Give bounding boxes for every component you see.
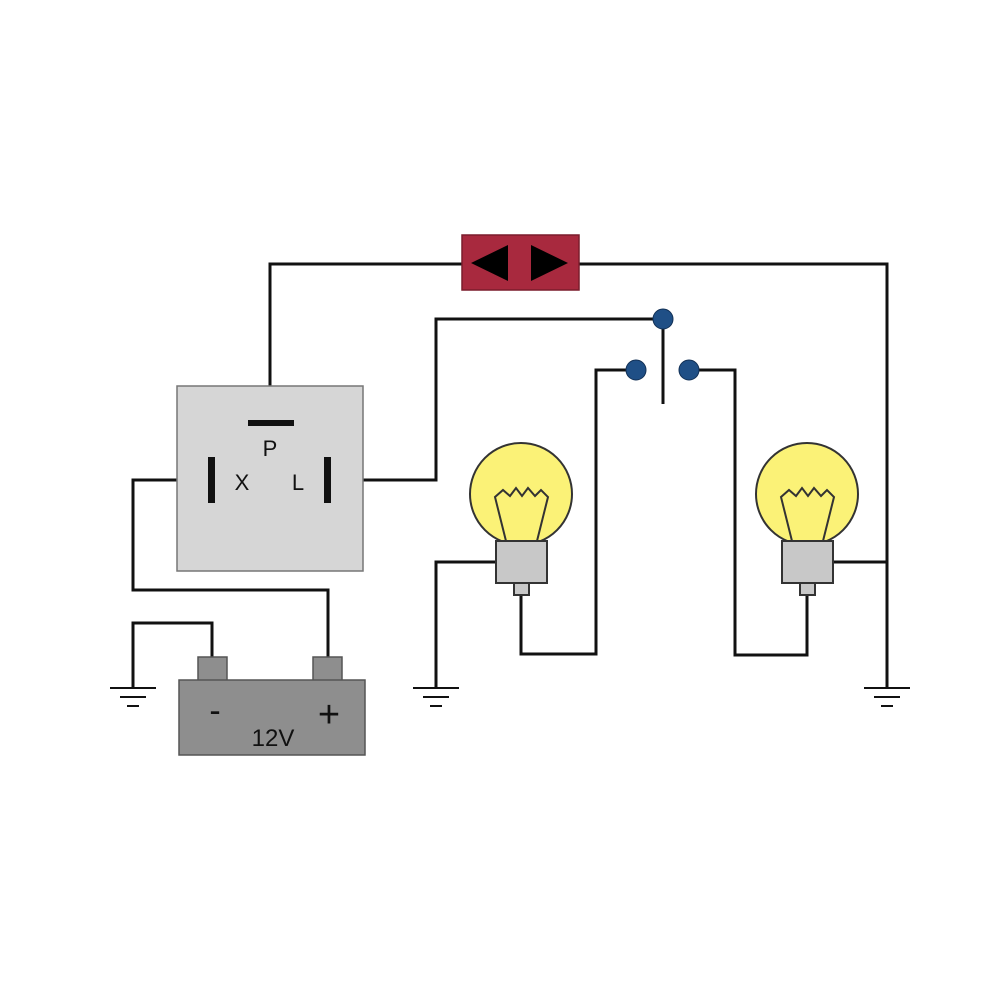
relay-terminal-l xyxy=(324,457,331,503)
turn-indicator xyxy=(461,234,580,291)
battery-minus-label: - xyxy=(209,692,220,730)
lamp-filament xyxy=(779,486,836,542)
lamp-base xyxy=(495,540,548,584)
ground-symbol-left xyxy=(110,687,156,707)
relay-terminal-p xyxy=(248,420,294,426)
wire-p-to-indicator xyxy=(268,262,464,422)
relay-label-p: P xyxy=(263,436,278,461)
wire-x-to-battery-plus xyxy=(131,478,330,662)
switch-contact-common xyxy=(652,308,674,330)
right-lamp xyxy=(755,442,859,596)
relay-label-l: L xyxy=(292,470,304,495)
arrow-left-icon xyxy=(471,245,508,281)
turn-switch xyxy=(625,308,700,404)
wire-indicator-to-right-rail xyxy=(577,262,889,688)
ground-symbol-middle xyxy=(413,687,459,707)
flasher-relay: P X L xyxy=(176,385,364,572)
battery-plus-label: + xyxy=(318,694,340,736)
battery-terminal-minus xyxy=(197,656,228,682)
wire-switch-right-to-lamp xyxy=(687,368,809,657)
switch-contact-left xyxy=(625,359,647,381)
battery: - + 12V xyxy=(178,656,366,756)
lamp-filament xyxy=(493,486,550,542)
relay-label-x: X xyxy=(235,470,250,495)
arrow-right-icon xyxy=(531,245,568,281)
left-lamp xyxy=(469,442,573,596)
wire-switch-left-to-lamp xyxy=(519,368,638,656)
battery-voltage-label: 12V xyxy=(252,725,295,752)
wire-l-to-switch xyxy=(326,317,664,482)
ground-symbol-right xyxy=(864,687,910,707)
wires xyxy=(131,262,889,688)
wire-left-lamp-to-ground xyxy=(434,560,498,688)
battery-terminal-plus xyxy=(312,656,343,682)
relay-terminal-x xyxy=(208,457,215,503)
lamp-contact xyxy=(799,582,816,596)
switch-contact-right xyxy=(678,359,700,381)
battery-body xyxy=(178,679,366,756)
lamp-base xyxy=(781,540,834,584)
lamp-contact xyxy=(513,582,530,596)
wire-battery-minus-to-ground xyxy=(131,621,214,688)
relay-body xyxy=(176,385,364,572)
